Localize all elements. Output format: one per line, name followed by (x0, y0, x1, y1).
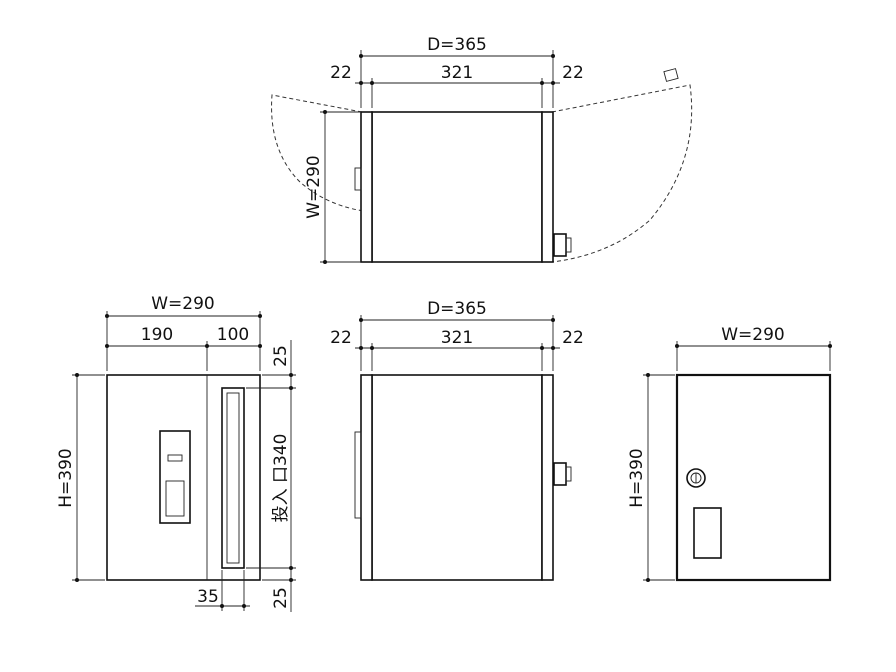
side-body (371, 374, 543, 581)
side-depth-total: D=365 (427, 299, 487, 319)
front-bottom-margin: 25 (271, 587, 291, 609)
side-view: D=365 22 321 22 (330, 299, 584, 581)
swung-key-icon (663, 68, 679, 82)
mail-slot (221, 387, 245, 569)
front-name-window (165, 480, 185, 517)
side-front-panel (360, 374, 373, 581)
top-view: D=365 22 321 22 W=290 (271, 35, 693, 264)
top-width: W=290 (304, 155, 324, 219)
side-back-panel (541, 374, 554, 581)
side-depth-right: 22 (562, 328, 584, 348)
top-back-panel (541, 111, 554, 263)
top-knob-icon (553, 233, 567, 257)
top-handle-icon (354, 167, 362, 191)
back-width: W=290 (721, 325, 785, 345)
front-height: H=390 (56, 448, 76, 507)
door-swing-right (551, 84, 693, 263)
top-depth-total: D=365 (427, 35, 487, 55)
top-body (371, 111, 543, 263)
front-width-total: W=290 (151, 294, 215, 314)
front-key-icon (167, 454, 183, 462)
front-label-panel (159, 430, 191, 524)
front-view: W=290 190 100 H=390 25 投入 口340 25 35 (56, 294, 296, 612)
front-top-margin: 25 (271, 345, 291, 367)
side-knob-icon (553, 462, 567, 486)
front-slot-width: 35 (197, 587, 219, 607)
front-width-right: 100 (217, 325, 249, 345)
back-view: W=290 H=390 (627, 325, 832, 582)
top-front-panel (360, 111, 373, 263)
top-depth-right: 22 (562, 63, 584, 83)
side-depth-middle: 321 (441, 328, 473, 348)
side-handle-icon (354, 431, 362, 519)
back-name-window (693, 507, 722, 559)
side-depth-left: 22 (330, 328, 352, 348)
front-width-left: 190 (141, 325, 173, 345)
top-depth-left: 22 (330, 63, 352, 83)
top-depth-middle: 321 (441, 63, 473, 83)
back-height: H=390 (627, 448, 647, 507)
door-swing-left (271, 94, 373, 213)
front-slot-length: 投入 口340 (271, 434, 291, 523)
